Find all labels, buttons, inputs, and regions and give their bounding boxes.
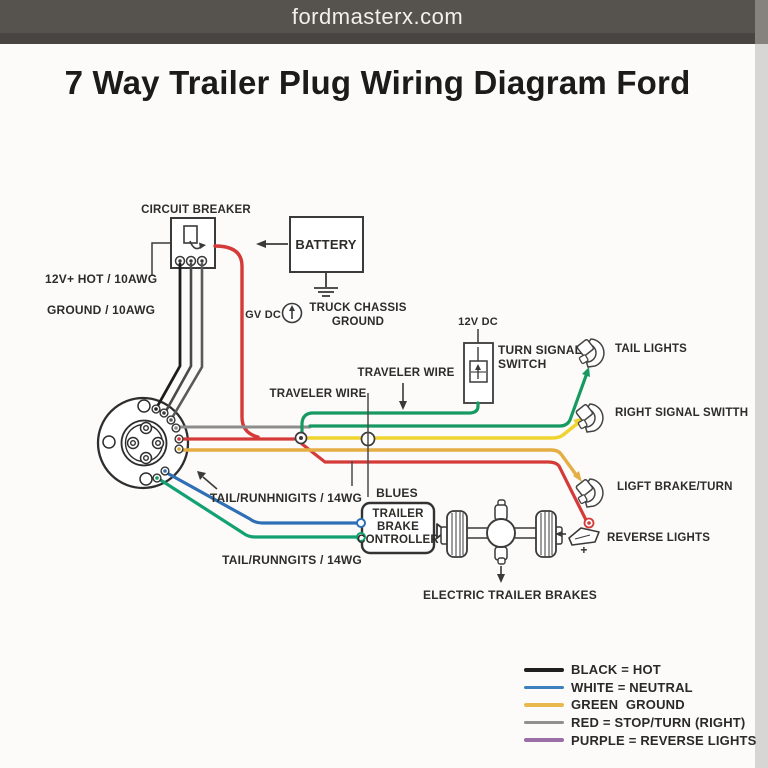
site-url: fordmasterx.com <box>291 3 464 29</box>
legend-swatch-white <box>524 685 564 690</box>
controller-label-2: BRAKE <box>377 521 419 533</box>
red-wire-breaker <box>213 244 260 439</box>
legend-row: RED = STOP/TURN (RIGHT) <box>524 714 757 732</box>
legend-label: PURPLE = REVERSE LIGHTS <box>571 732 757 748</box>
legend-swatch-black <box>524 668 564 672</box>
breaker-icon <box>183 225 198 244</box>
legend-swatch-green <box>524 703 564 707</box>
yellow-wire <box>306 421 580 440</box>
turn-signal-label-2: SWITCH <box>498 357 547 371</box>
turn-signal-switch: 12V DC <box>458 316 498 404</box>
trailer-axle <box>440 499 563 565</box>
amber-wire <box>181 448 579 478</box>
connector-pins <box>126 421 165 465</box>
green-tail-wire <box>308 371 589 428</box>
left-brake-label: LIGFT BRAKE/TURN <box>617 481 733 493</box>
reverse-lights-label: REVERSE LIGHTS <box>607 532 710 544</box>
v12-dc-label: 12V DC <box>458 316 498 328</box>
traveler-wire-label-2: TRAVELER WIRE <box>270 388 367 400</box>
green-bottom-wire <box>157 477 358 539</box>
legend-swatch-purple <box>524 738 564 742</box>
legend-label: BLACK = HOT <box>571 662 661 678</box>
ground-symbol <box>314 272 338 297</box>
wire-color-legend: BLACK = HOT WHITE = NEUTRAL GREEN GROUND… <box>524 661 757 749</box>
battery-box: BATTERY <box>256 216 364 297</box>
legend-label: WHITE = NEUTRAL <box>571 679 693 695</box>
tail-running-label-2: TAIL/RUNNGITS / 14WG <box>222 553 362 567</box>
electric-brakes-label: ELECTRIC TRAILER BRAKES <box>423 588 597 602</box>
reverse-lights-icon: + <box>555 517 600 557</box>
gv-dc-indicator: GV DC <box>245 302 303 324</box>
reverse-plus-label: + <box>580 543 587 557</box>
turn-signal-label-1: TURN SIGNAL <box>498 343 582 357</box>
dark-gray-wire-2 <box>170 262 204 420</box>
blue-wire <box>165 471 358 525</box>
header-strip <box>0 33 755 44</box>
legend-row: PURPLE = REVERSE LIGHTS <box>524 731 757 749</box>
trailer-brake-controller: BLUES TRAILER BRAKE CONTROLLER <box>356 486 447 555</box>
truck-chassis-label-1: TRUCK CHASSIS <box>309 302 406 314</box>
dark-gray-wire-1 <box>164 262 193 413</box>
tail-running-label-1: TAIL/RUNHNIGITS / 14WG <box>210 491 362 505</box>
legend-row: GREEN GROUND <box>524 696 757 714</box>
tail-lights-label: TAIL LIGHTS <box>615 343 687 355</box>
right-gutter <box>755 44 768 768</box>
tail-light-icon <box>576 338 605 368</box>
circuit-breaker-label: CIRCUIT BREAKER <box>141 204 251 216</box>
wires <box>155 244 589 539</box>
gv-dc-label: GV DC <box>245 309 281 321</box>
black-hot-wire <box>155 262 182 409</box>
green-traveler-wire <box>300 401 480 434</box>
connector-terminals <box>151 404 184 483</box>
legend-label: RED = STOP/TURN (RIGHT) <box>571 715 746 731</box>
circuit-breaker-box: CIRCUIT BREAKER <box>141 204 251 276</box>
legend-label: GREEN GROUND <box>571 697 685 713</box>
traveler-wire-label-1: TRAVELER WIRE <box>358 367 455 379</box>
right-signal-label: RIGHT SIGNAL SWITTH <box>615 407 748 419</box>
truck-chassis-label-2: GROUND <box>332 316 384 328</box>
green-arrowhead <box>582 367 590 377</box>
hot-leader-line <box>151 242 171 276</box>
page-title: 7 Way Trailer Plug Wiring Diagram Ford <box>64 64 691 101</box>
right-gutter-top <box>755 0 768 44</box>
legend-swatch-red <box>524 720 564 725</box>
seven-pin-connector <box>96 396 190 490</box>
left-brake-icon <box>575 478 604 508</box>
legend-row: BLACK = HOT <box>524 661 757 679</box>
red-wire-right <box>300 442 588 522</box>
hot-label: 12V+ HOT / 10AWG <box>45 272 157 286</box>
battery-label: BATTERY <box>295 237 356 252</box>
right-signal-icon <box>575 403 604 433</box>
ground-label: GROUND / 10AWG <box>47 303 155 317</box>
legend-row: WHITE = NEUTRAL <box>524 679 757 697</box>
controller-label-3: CONTROLLER <box>357 534 439 546</box>
header-bar: fordmasterx.com <box>0 0 755 33</box>
controller-label-1: TRAILER <box>372 508 424 520</box>
tail-running-pointer <box>202 476 218 490</box>
blues-label: BLUES <box>376 486 418 500</box>
amber-arrowhead <box>573 471 582 482</box>
